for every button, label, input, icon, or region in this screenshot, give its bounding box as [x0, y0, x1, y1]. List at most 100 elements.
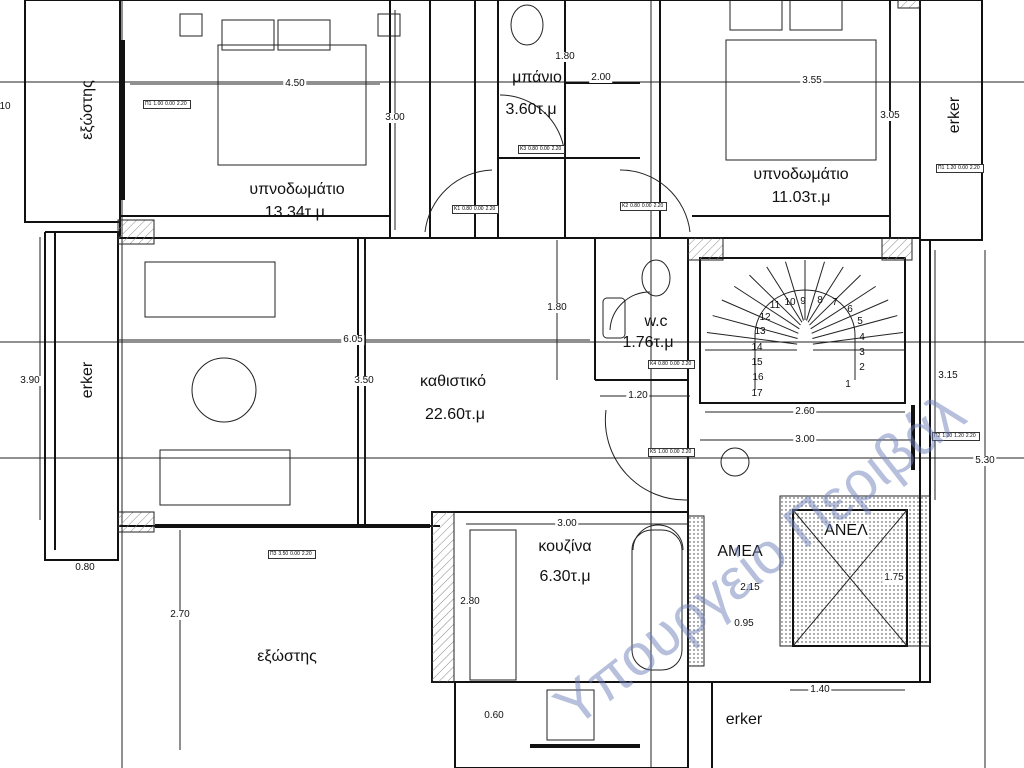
- opening-sill: 0.00: [539, 146, 550, 152]
- stair-step-number: 10: [784, 297, 796, 308]
- stair-step-number: 11: [769, 300, 781, 311]
- stair-step-number: 3: [859, 347, 865, 358]
- opening-id: Κ5: [650, 449, 657, 455]
- stair-step-number: 15: [751, 357, 763, 368]
- dimension-label: 4.50: [283, 78, 307, 89]
- stair-step-number: 4: [859, 332, 865, 343]
- stair-step-number: 2: [859, 362, 865, 373]
- stair-step-number: 1: [845, 379, 851, 390]
- opening-h: 2.20: [681, 449, 692, 455]
- opening-w: 0.80: [462, 206, 472, 212]
- stair-step-number: 9: [800, 296, 806, 307]
- opening-w: 1.20: [946, 165, 957, 171]
- dimension-label: 3.00: [383, 112, 407, 123]
- stair-step-number: 7: [832, 297, 838, 308]
- dimension-label: 1.20: [626, 390, 650, 401]
- opening-h: 2.20: [653, 203, 664, 209]
- dimension-label: 1.75: [882, 572, 906, 583]
- stair-step-number: 12: [759, 312, 771, 323]
- kitchen-area: 6.30τ.μ: [539, 568, 591, 585]
- opening-id: Π3: [270, 551, 277, 557]
- dimension-label: 2.00: [589, 72, 613, 83]
- balcony-top-label: εξώστης: [79, 80, 96, 140]
- dimension-label: 5.30: [973, 455, 997, 466]
- dimension-label: 1.80: [553, 51, 577, 62]
- erker-left-label: erker: [79, 361, 96, 399]
- dimension-label: 1.40: [808, 684, 832, 695]
- dimension-label: 3.00: [793, 434, 817, 445]
- opening-w: 0.80: [528, 146, 538, 152]
- dimension-label: 2.60: [793, 406, 817, 417]
- columns: [117, 0, 931, 683]
- opening-id: Κ1: [454, 206, 461, 212]
- disabled-label: ΑΜΕΑ: [717, 543, 763, 560]
- opening-sill: 0.00: [473, 206, 484, 212]
- opening-w: 0.80: [658, 361, 668, 367]
- elevator-label: ΑΝΕΛ: [824, 522, 868, 539]
- dimension-label: 2.70: [168, 609, 192, 620]
- dimension-label: 10: [0, 102, 13, 112]
- wc-area: 1.76τ.μ: [622, 334, 674, 351]
- dimension-label: 2.15: [738, 582, 762, 593]
- opening-sill: 0.00: [958, 165, 968, 171]
- staircase: [705, 260, 905, 390]
- opening-sill: 0.00: [669, 361, 680, 367]
- walls: [24, 0, 983, 768]
- opening-h: 2.20: [965, 433, 976, 439]
- bedroom2-area: 11.03τ.μ: [771, 189, 831, 206]
- thick-windows: [121, 40, 915, 748]
- kitchen-name: κουζίνα: [538, 538, 592, 555]
- opening-h: 2.20: [485, 206, 496, 212]
- opening-h: 2.20: [969, 165, 980, 171]
- opening-id: Π1: [145, 101, 152, 107]
- stair-step-number: 8: [817, 295, 823, 306]
- opening-sill: 1.20: [954, 433, 964, 439]
- opening-w: 1.00: [153, 101, 164, 107]
- stair-step-number: 16: [752, 372, 764, 383]
- dimension-label: 0.80: [73, 562, 97, 573]
- opening-h: 2.20: [301, 551, 312, 557]
- dimension-label: 0.95: [732, 618, 756, 629]
- dimension-label: 2.80: [458, 596, 482, 607]
- stair-step-number: 5: [857, 316, 863, 327]
- wc-name: w.c: [644, 313, 668, 330]
- dimension-label: 3.05: [878, 110, 902, 121]
- stair-step-number: 13: [754, 326, 766, 337]
- furniture: [144, 0, 877, 741]
- opening-w: 0.80: [630, 203, 640, 209]
- opening-h: 2.20: [176, 101, 187, 107]
- bedroom1-name: υπνοδωμάτιο: [249, 181, 345, 198]
- opening-id: Κ3: [520, 146, 527, 152]
- balcony-bottom-label: εξώστης: [257, 648, 317, 665]
- opening-sill: 0.00: [165, 101, 175, 107]
- dimension-label: 0.60: [482, 710, 506, 721]
- opening-sill: 0.00: [641, 203, 652, 209]
- dimension-label: 3.15: [936, 370, 960, 381]
- opening-id: Κ2: [622, 203, 629, 209]
- opening-w: 1.20: [942, 433, 953, 439]
- opening-h: 2.20: [551, 146, 562, 152]
- dimension-label: 3.50: [352, 375, 376, 386]
- opening-id: Κ4: [650, 361, 657, 367]
- stair-step-number: 14: [751, 342, 763, 353]
- stair-step-number: 17: [751, 388, 763, 399]
- dimension-label: 1.80: [545, 302, 569, 313]
- stair-step-number: 6: [847, 304, 853, 315]
- erker-right-label: erker: [946, 96, 963, 134]
- erker-bottom-label: erker: [725, 711, 763, 728]
- bedroom1-area: 13.34τ.μ.: [264, 204, 330, 221]
- opening-id: Π1: [938, 165, 945, 171]
- bathroom-name: μπάνιο: [512, 69, 562, 86]
- bedroom2-name: υπνοδωμάτιο: [753, 166, 849, 183]
- dimension-label: 3.00: [555, 518, 579, 529]
- dimension-label: 6.05: [341, 334, 365, 345]
- dimension-label: 3.90: [18, 375, 42, 386]
